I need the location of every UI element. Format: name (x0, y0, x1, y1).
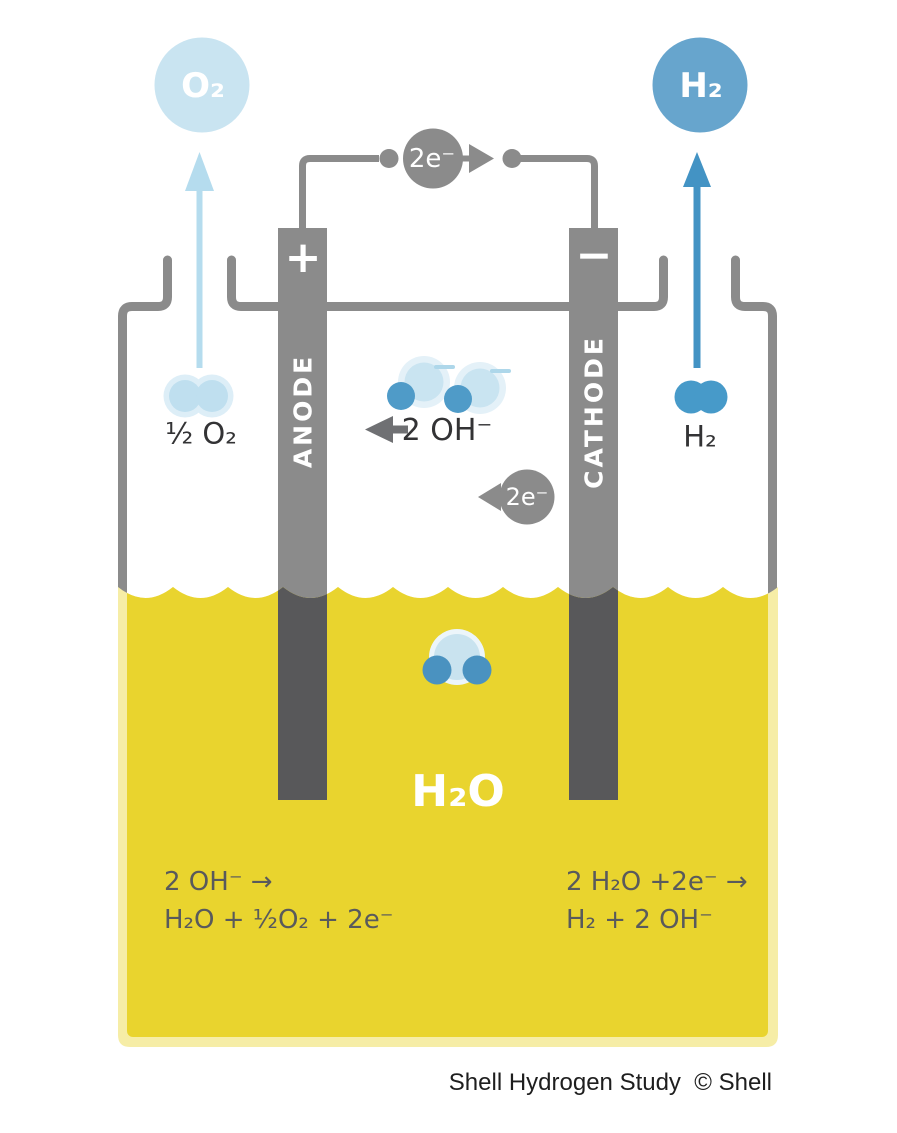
half-oxygen-molecule (163, 374, 234, 418)
hydrogen-atom (444, 385, 472, 413)
hydrogen-atom (422, 655, 452, 685)
cathode-label: CATHODE (579, 335, 609, 489)
diagram-caption: Shell Hydrogen Study © Shell (448, 1069, 772, 1096)
oxygen-up-arrow (185, 152, 214, 368)
electron-transfer-arrowhead (478, 483, 501, 511)
anode-submerged (278, 587, 327, 800)
wire-node-right (502, 149, 522, 168)
electron-transfer (478, 469, 555, 525)
electron-flow-arrowhead (469, 144, 494, 173)
hydrogen-atom (694, 380, 728, 414)
anode-label: ANODE (288, 353, 318, 469)
tank-right-wall (731, 255, 777, 600)
oxygen-atom (196, 380, 228, 412)
anode-plus-sign: + (284, 232, 322, 283)
wire-node-left (379, 149, 399, 168)
hydroxide-ion (387, 356, 455, 410)
anode-reaction-line2: H₂O + ½O₂ + 2e⁻ (164, 905, 394, 935)
cathode-reaction-line2: H₂ + 2 OH⁻ (566, 905, 713, 935)
electron-flow-label: 2e⁻ (408, 144, 456, 174)
tank-center-rim (227, 255, 668, 311)
electron-flow-circle (403, 128, 463, 189)
oxygen-bubble-label: O₂ (181, 66, 225, 106)
half-oxygen-label: ½ O₂ (165, 416, 237, 451)
hydrogen-atom (462, 655, 492, 685)
hydrogen-bubble (652, 37, 748, 133)
hydroxide-left-arrow (365, 416, 408, 443)
anode-reaction-line1: 2 OH⁻ → (164, 867, 273, 897)
hydroxide-ion (444, 362, 511, 414)
oxygen-atom (169, 380, 201, 412)
hydrogen-atom (387, 382, 415, 410)
hydrogen-bubble-label: H₂ (679, 66, 723, 106)
tank-left-wall (118, 255, 172, 600)
hydrogen-up-arrow (683, 152, 711, 368)
electron-transfer-circle (499, 469, 555, 525)
water-label: H₂O (411, 766, 505, 817)
electron-transfer-label: 2e⁻ (505, 483, 549, 511)
hydrogen-molecule (674, 380, 728, 414)
cathode-minus-sign: − (575, 230, 613, 281)
cathode-reaction-line1: 2 H₂O +2e⁻ → (566, 867, 748, 897)
anode-wire (299, 155, 379, 236)
cathode-submerged (569, 587, 618, 800)
hydroxide-label: 2 OH⁻ (401, 413, 493, 448)
oxygen-bubble (154, 37, 250, 133)
tank-walls (118, 255, 777, 600)
hydrogen-gas-label: H₂ (683, 419, 717, 454)
cathode-wire (512, 155, 598, 236)
water-molecule (422, 629, 492, 685)
